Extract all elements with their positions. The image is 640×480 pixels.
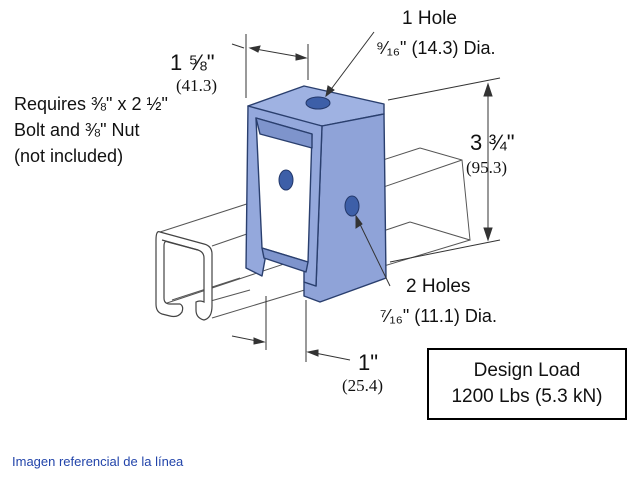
top-hole-title: 1 Hole <box>402 8 457 29</box>
requires-line-1: Requires ⅜" x 2 ½" <box>14 94 168 114</box>
height-mm: (95.3) <box>466 158 508 177</box>
side-holes-title: 2 Holes <box>406 276 471 297</box>
side-holes-size: ⁷⁄₁₆" (11.1) Dia. <box>380 306 497 326</box>
design-load-title: Design Load <box>473 360 581 381</box>
opening-inches: 1" <box>358 350 379 375</box>
design-load-box: Design Load 1200 Lbs (5.3 kN) <box>427 348 627 420</box>
height-inches: 3 ¾" <box>470 130 515 155</box>
strut-profile <box>155 231 213 321</box>
requires-line-3: (not included) <box>14 146 124 166</box>
side-hole-left <box>278 169 294 191</box>
width-inches: 1 ⅝" <box>170 50 215 75</box>
dimension-lines <box>231 31 501 362</box>
design-load-value: 1200 Lbs (5.3 kN) <box>451 386 603 407</box>
side-hole-right <box>344 195 360 217</box>
width-mm: (41.3) <box>176 76 218 95</box>
top-hole-size: ⁹⁄₁₆" (14.3) Dia. <box>376 38 496 58</box>
opening-mm: (25.4) <box>342 376 384 395</box>
top-hole <box>305 96 331 110</box>
caption: Imagen referencial de la línea <box>12 454 184 469</box>
requires-line-2: Bolt and ⅜" Nut <box>14 120 140 140</box>
